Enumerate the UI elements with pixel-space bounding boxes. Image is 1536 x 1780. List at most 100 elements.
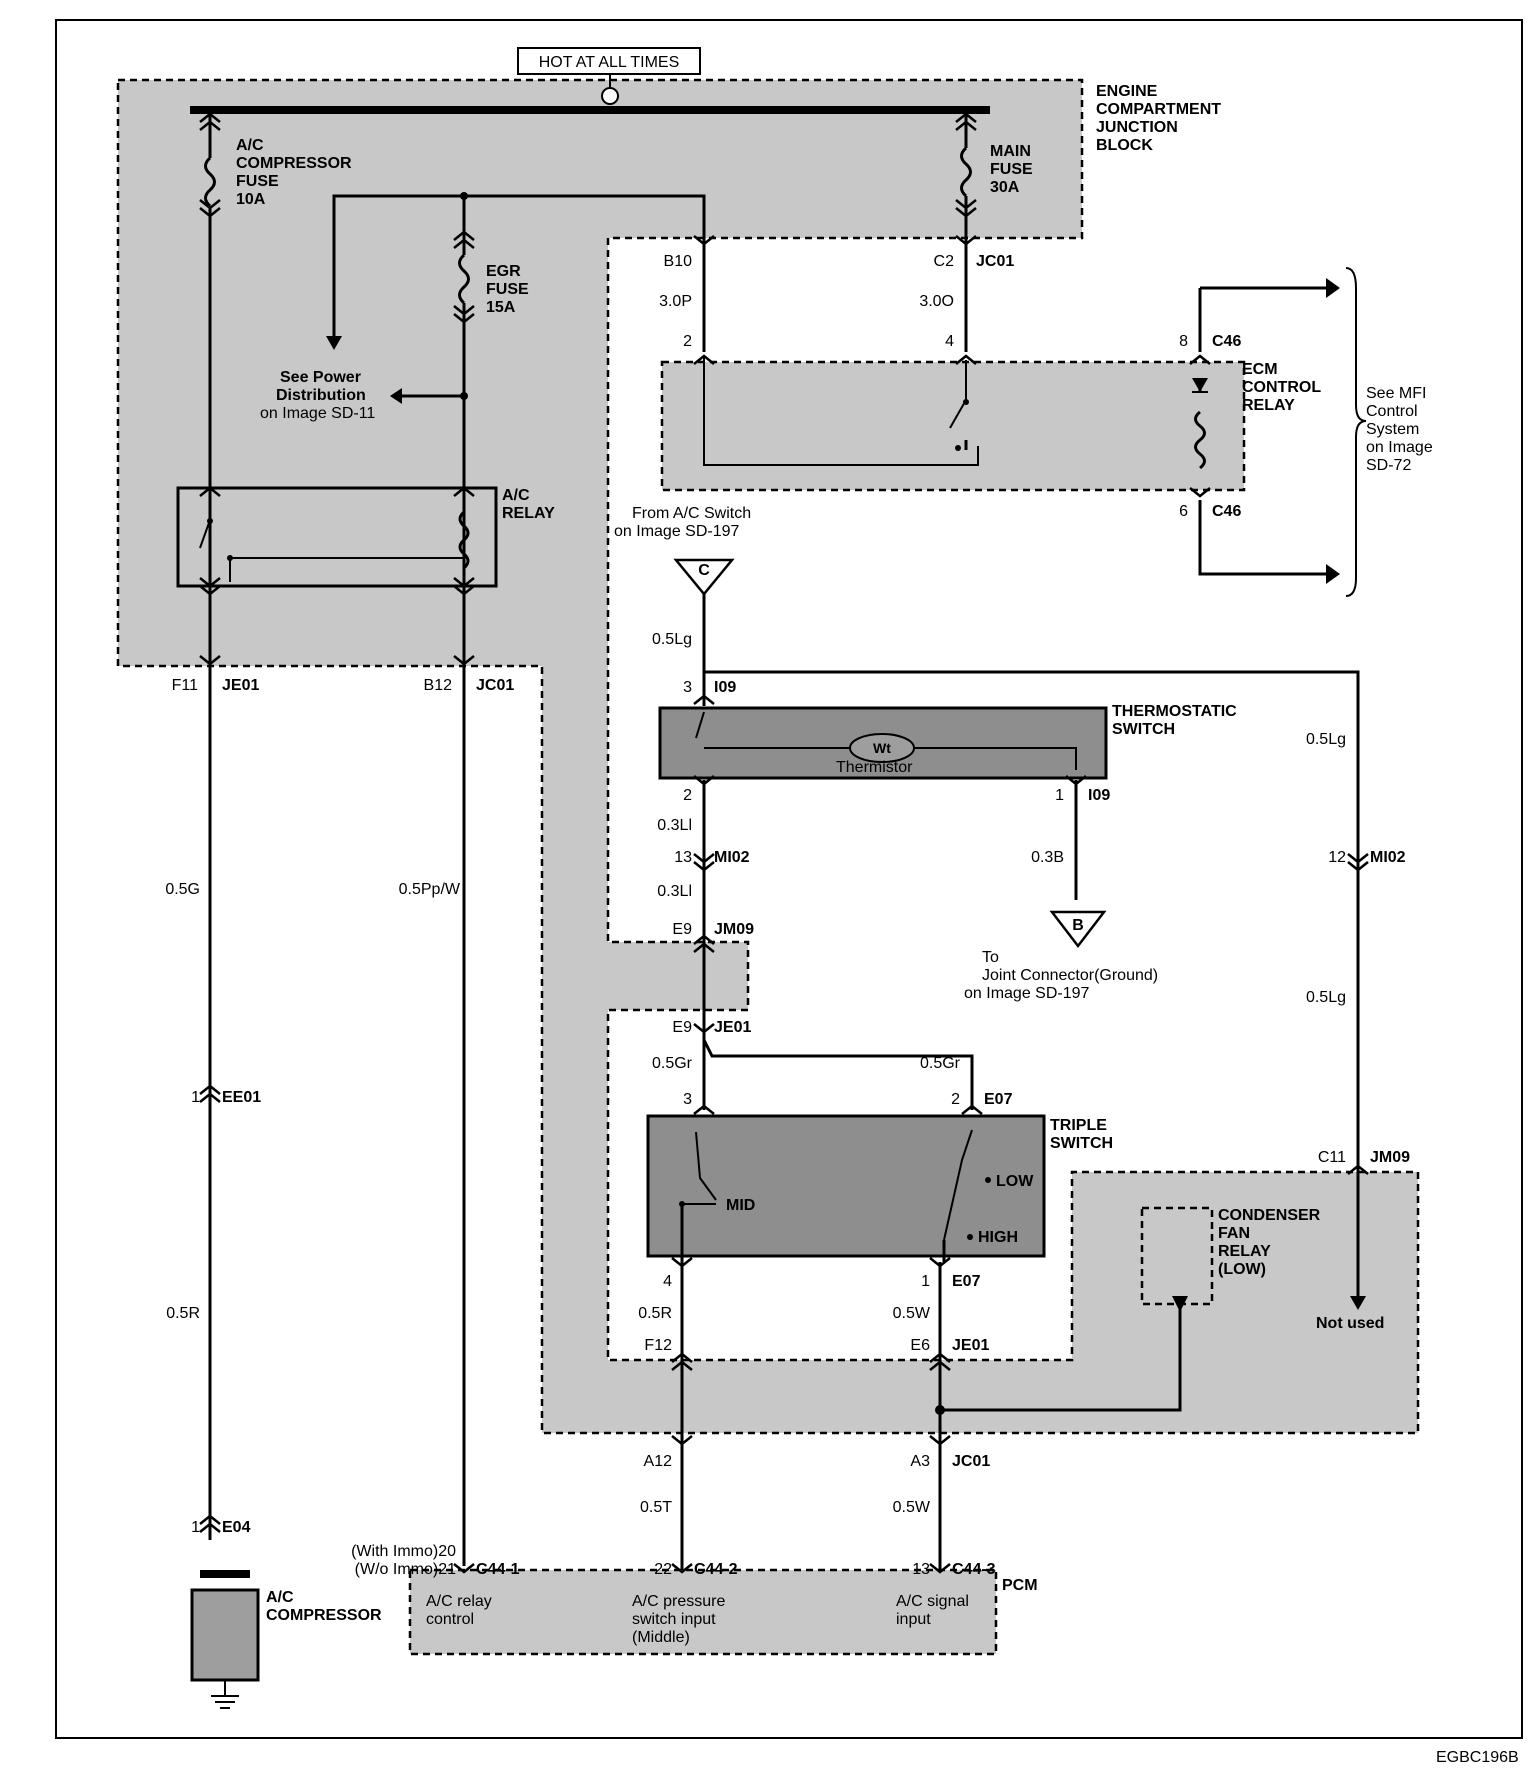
pin-jm09-right: JM09 [1370, 1149, 1410, 1166]
wire-05w-bottom: 0.5W [893, 1499, 931, 1516]
pcm-input-3-line-1: A/C signal [896, 1593, 969, 1610]
ecjb-line-2: COMPARTMENT [1096, 101, 1221, 118]
pin-je01-mid: JE01 [714, 1019, 751, 1036]
triple-mid: MID [726, 1197, 755, 1214]
wire-3-0o: 3.0O [919, 293, 954, 310]
ecm-relay-line-1: ECM [1242, 361, 1278, 378]
ecjb-line-4: BLOCK [1096, 137, 1153, 154]
pin-1-thermo: 1 [1055, 787, 1064, 804]
pin-3-triple: 3 [683, 1091, 692, 1108]
wire-05lg-right-2: 0.5Lg [1306, 989, 1346, 1006]
pin-f12: F12 [644, 1337, 672, 1354]
egr-fuse-line-1: EGR [486, 263, 521, 280]
pin-c46-bottom: C46 [1212, 503, 1241, 520]
wire-05g: 0.5G [165, 881, 200, 898]
triple-switch-box [646, 1114, 1046, 1258]
ground-note-line-1: To [982, 949, 999, 966]
power-dist-line-2: Distribution [276, 387, 366, 404]
wire-05gr-left: 0.5Gr [652, 1055, 693, 1072]
ecjb-line-1: ENGINE [1096, 83, 1158, 100]
ac-relay-line-1: A/C [502, 487, 530, 504]
condenser-line-3: RELAY [1218, 1243, 1271, 1260]
not-used-label: Not used [1316, 1315, 1384, 1332]
pin-1-triple: 1 [921, 1273, 930, 1290]
pin-1-e04: 1 [191, 1519, 200, 1536]
pin-c2: C2 [934, 253, 955, 270]
power-dist-line-1: See Power [280, 369, 361, 386]
wire-03li-2: 0.3Ll [657, 883, 692, 900]
pin-mi02-right: MI02 [1370, 849, 1406, 866]
pin-e04: E04 [222, 1519, 251, 1536]
diagram-frame [55, 19, 1523, 1739]
pin-jc01-top: JC01 [976, 253, 1014, 270]
pin-c11: C11 [1318, 1149, 1346, 1166]
hot-label: HOT AT ALL TIMES [539, 54, 680, 71]
pin-2-thermo: 2 [683, 787, 692, 804]
mfi-note-line-1: See MFI [1366, 385, 1426, 402]
pin-e9-bottom: E9 [672, 1019, 692, 1036]
wire-3-0p: 3.0P [659, 293, 692, 310]
ecm-relay-line-3: RELAY [1242, 397, 1295, 414]
pin-1-ee01: 1 [191, 1089, 200, 1106]
pcm-input-2-line-3: (Middle) [632, 1629, 690, 1646]
pin-jc01-left: JC01 [476, 677, 514, 694]
pin-c44-2: C44-2 [694, 1561, 738, 1578]
compressor-line-2: COMPRESSOR [266, 1607, 382, 1624]
pin-b10: B10 [664, 253, 693, 270]
shaded-regions [116, 78, 1420, 1656]
pcm-input-1-line-2: control [426, 1611, 474, 1628]
thermistor-label: Thermistor [836, 759, 913, 776]
pin-8: 8 [1179, 333, 1188, 350]
immo-line-2: (W/o Immo)21 [355, 1561, 456, 1578]
pin-f11: F11 [172, 677, 198, 694]
pin-e07-top: E07 [984, 1091, 1013, 1108]
wire-05ppw: 0.5Pp/W [399, 881, 461, 898]
pin-b12: B12 [424, 677, 453, 694]
pin-e07-bottom: E07 [952, 1273, 981, 1290]
connector-marks [199, 112, 1369, 1574]
pin-c46-top: C46 [1212, 333, 1241, 350]
pin-e6: E6 [910, 1337, 930, 1354]
pcm-input-2-line-2: switch input [632, 1611, 716, 1628]
pin-2-ecm: 2 [683, 333, 692, 350]
pcm-input-2-line-1: A/C pressure [632, 1593, 725, 1610]
thermostatic-line-1: THERMOSTATIC [1112, 703, 1237, 720]
pin-3-thermo: 3 [683, 679, 692, 696]
triple-line-1: TRIPLE [1050, 1117, 1107, 1134]
connector-c-label: C [698, 562, 710, 579]
condenser-line-2: FAN [1218, 1225, 1250, 1242]
pin-i09-bottom: I09 [1088, 787, 1110, 804]
from-ac-switch-line-1: From A/C Switch [632, 505, 751, 522]
doc-code: EGBC196B [1436, 1749, 1519, 1766]
ac-fuse-line-4: 10A [236, 191, 266, 208]
pin-a3: A3 [910, 1453, 930, 1470]
pin-4-triple: 4 [663, 1273, 672, 1290]
pin-c44-3: C44-3 [952, 1561, 996, 1578]
from-ac-switch-line-2: on Image SD-197 [614, 523, 740, 540]
ac-fuse-line-3: FUSE [236, 173, 279, 190]
pin-mi02-left: MI02 [714, 849, 750, 866]
ac-relay-box [176, 486, 498, 588]
labels: ENGINE COMPARTMENT JUNCTION BLOCK A/C CO… [165, 83, 1518, 1766]
ground-note-line-2: Joint Connector(Ground) [982, 967, 1158, 984]
wire-03b: 0.3B [1031, 849, 1064, 866]
svg-text:Wt: Wt [873, 740, 891, 756]
thermostatic-line-2: SWITCH [1112, 721, 1175, 738]
triple-high: HIGH [978, 1229, 1018, 1246]
wires: Wt [190, 110, 1367, 1709]
pin-4-ecm: 4 [945, 333, 954, 350]
immo-line-1: (With Immo)20 [351, 1543, 456, 1560]
power-dist-line-3: on Image SD-11 [260, 405, 375, 422]
ac-fuse-line-2: COMPRESSOR [236, 155, 352, 172]
condenser-line-1: CONDENSER [1218, 1207, 1321, 1224]
triple-low: LOW [996, 1173, 1034, 1190]
pin-je01-left: JE01 [222, 677, 259, 694]
wire-05r-mid: 0.5R [638, 1305, 672, 1322]
connector-b-label: B [1072, 917, 1084, 934]
compressor-line-1: A/C [266, 1589, 294, 1606]
pin-2-triple: 2 [951, 1091, 960, 1108]
pin-je01-bottom: JE01 [952, 1337, 989, 1354]
pin-i09-top: I09 [714, 679, 736, 696]
wire-05w-top: 0.5W [893, 1305, 931, 1322]
